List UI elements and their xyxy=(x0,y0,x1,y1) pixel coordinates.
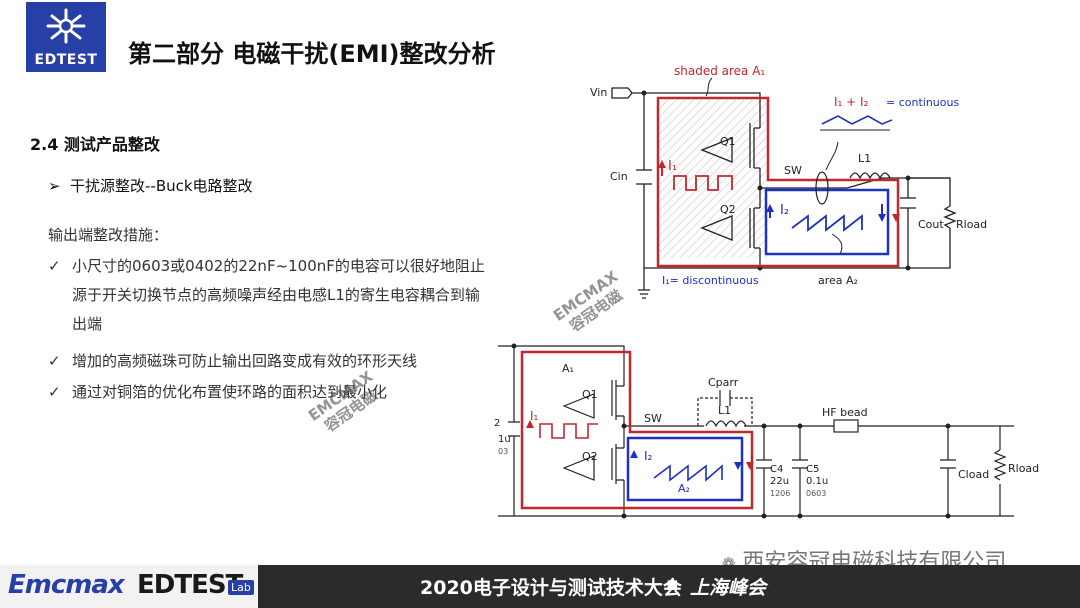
conference-name: 2020电子设计与测试技术大会 xyxy=(420,577,682,599)
label-q1: Q1 xyxy=(582,388,598,401)
label-i1-i2: I₁ + I₂ xyxy=(834,95,869,109)
brand-lab: Lab xyxy=(228,580,254,595)
checkmark-icon: ✓ xyxy=(48,383,61,401)
brand-edtest: EDTEST xyxy=(137,570,243,600)
checkmark-icon: ✓ xyxy=(48,352,61,370)
label-vin: Vin xyxy=(590,86,607,99)
current-loop-a1 xyxy=(520,350,754,510)
label-i1: I₁ xyxy=(668,159,677,174)
footer-conference-area xyxy=(258,565,1080,608)
separator: ▪ xyxy=(666,573,679,595)
label-i2: I₂ xyxy=(644,449,653,463)
checkmark-icon: ✓ xyxy=(48,257,61,275)
slide-title: 第二部分 电磁干扰(EMI)整改分析 xyxy=(128,40,496,68)
check-item: ✓ 小尺寸的0603或0402的22nF~100nF的电容可以很好地阻止源于开关… xyxy=(48,252,493,339)
label-cload: Cload xyxy=(958,468,989,481)
label-q2: Q2 xyxy=(582,450,598,463)
label-cin-pkg: 03 xyxy=(498,447,508,456)
label-a2: A₂ xyxy=(678,482,690,495)
label-sw: SW xyxy=(784,164,802,177)
label-cout: Cout xyxy=(918,218,944,231)
check-text: 通过对铜箔的优化布置使环路的面积达到最小化 xyxy=(72,383,388,401)
label-rload: Rload xyxy=(956,218,987,231)
section-heading: 2.4 测试产品整改 xyxy=(30,135,160,154)
label-shaded-area: shaded area A₁ xyxy=(674,64,765,78)
label-l1: L1 xyxy=(858,152,871,165)
brand-emcmax: Emcmax xyxy=(8,570,125,600)
check-item: ✓ 增加的高频磁珠可防止输出回路变成有效的环形天线 xyxy=(48,347,493,376)
footer: Emcmax EDTEST Lab 2020电子设计与测试技术大会 ▪ 上海峰会 xyxy=(0,565,1080,608)
current-loop-a2 xyxy=(626,436,744,502)
label-discontinuous: I₁= discontinuous xyxy=(662,274,759,287)
label-q2: Q2 xyxy=(720,203,736,216)
circuit-logo-icon xyxy=(46,8,86,44)
label-cparr: Cparr xyxy=(708,376,739,389)
bullet-main-text: 干扰源整改--Buck电路整改 xyxy=(70,177,253,195)
current-loop-a2 xyxy=(764,188,890,256)
label-l1: L1 xyxy=(718,404,731,417)
label-area-a2: area A₂ xyxy=(818,274,858,287)
check-text: 增加的高频磁珠可防止输出回路变成有效的环形天线 xyxy=(72,352,418,370)
logo-text: EDTEST xyxy=(34,52,98,68)
measures-title: 输出端整改措施： xyxy=(48,226,169,244)
label-c4: C4 xyxy=(770,464,783,475)
check-text: 小尺寸的0603或0402的22nF~100nF的电容可以很好地阻止源于开关切换… xyxy=(72,257,485,333)
buck-loop-diagram-bottom: A₁ Q1 Q2 SW Cparr L1 HF bead I₁ I₂ A₂ 2 … xyxy=(494,343,1039,519)
label-rload: Rload xyxy=(1008,462,1039,475)
arrow-bullet-icon: ➢ xyxy=(48,177,61,195)
footer-brand-area: Emcmax EDTEST Lab xyxy=(0,565,258,608)
label-hf-bead: HF bead xyxy=(822,406,868,419)
label-c4-pkg: 1206 xyxy=(770,489,790,498)
label-c5-val: 0.1u xyxy=(806,476,828,487)
label-cin: Cin xyxy=(610,170,628,183)
label-c5-pkg: 0603 xyxy=(806,489,826,498)
label-continuous: = continuous xyxy=(886,96,959,109)
label-i1: I₁ xyxy=(530,409,539,423)
conference-city: 上海峰会 xyxy=(690,577,767,599)
label-a1: A₁ xyxy=(562,362,574,375)
label-sw: SW xyxy=(644,412,662,425)
label-q1: Q1 xyxy=(720,135,736,148)
shaded-area-a1 xyxy=(660,100,768,258)
label-i2: I₂ xyxy=(780,203,789,218)
check-item: ✓ 通过对铜箔的优化布置使环路的面积达到最小化 xyxy=(48,378,493,407)
current-loop-a1 xyxy=(656,96,900,268)
bullet-main: ➢ 干扰源整改--Buck电路整改 xyxy=(48,175,253,196)
label-cin-ref: 2 xyxy=(494,418,500,429)
label-c4-val: 22u xyxy=(770,476,789,487)
label-c5: C5 xyxy=(806,464,819,475)
edtest-logo: EDTEST xyxy=(26,2,106,72)
buck-loop-diagram-top: shaded area A₁ Vin I₁ + I₂ = continuous … xyxy=(590,64,987,299)
label-cin-val: 1u xyxy=(498,434,511,445)
